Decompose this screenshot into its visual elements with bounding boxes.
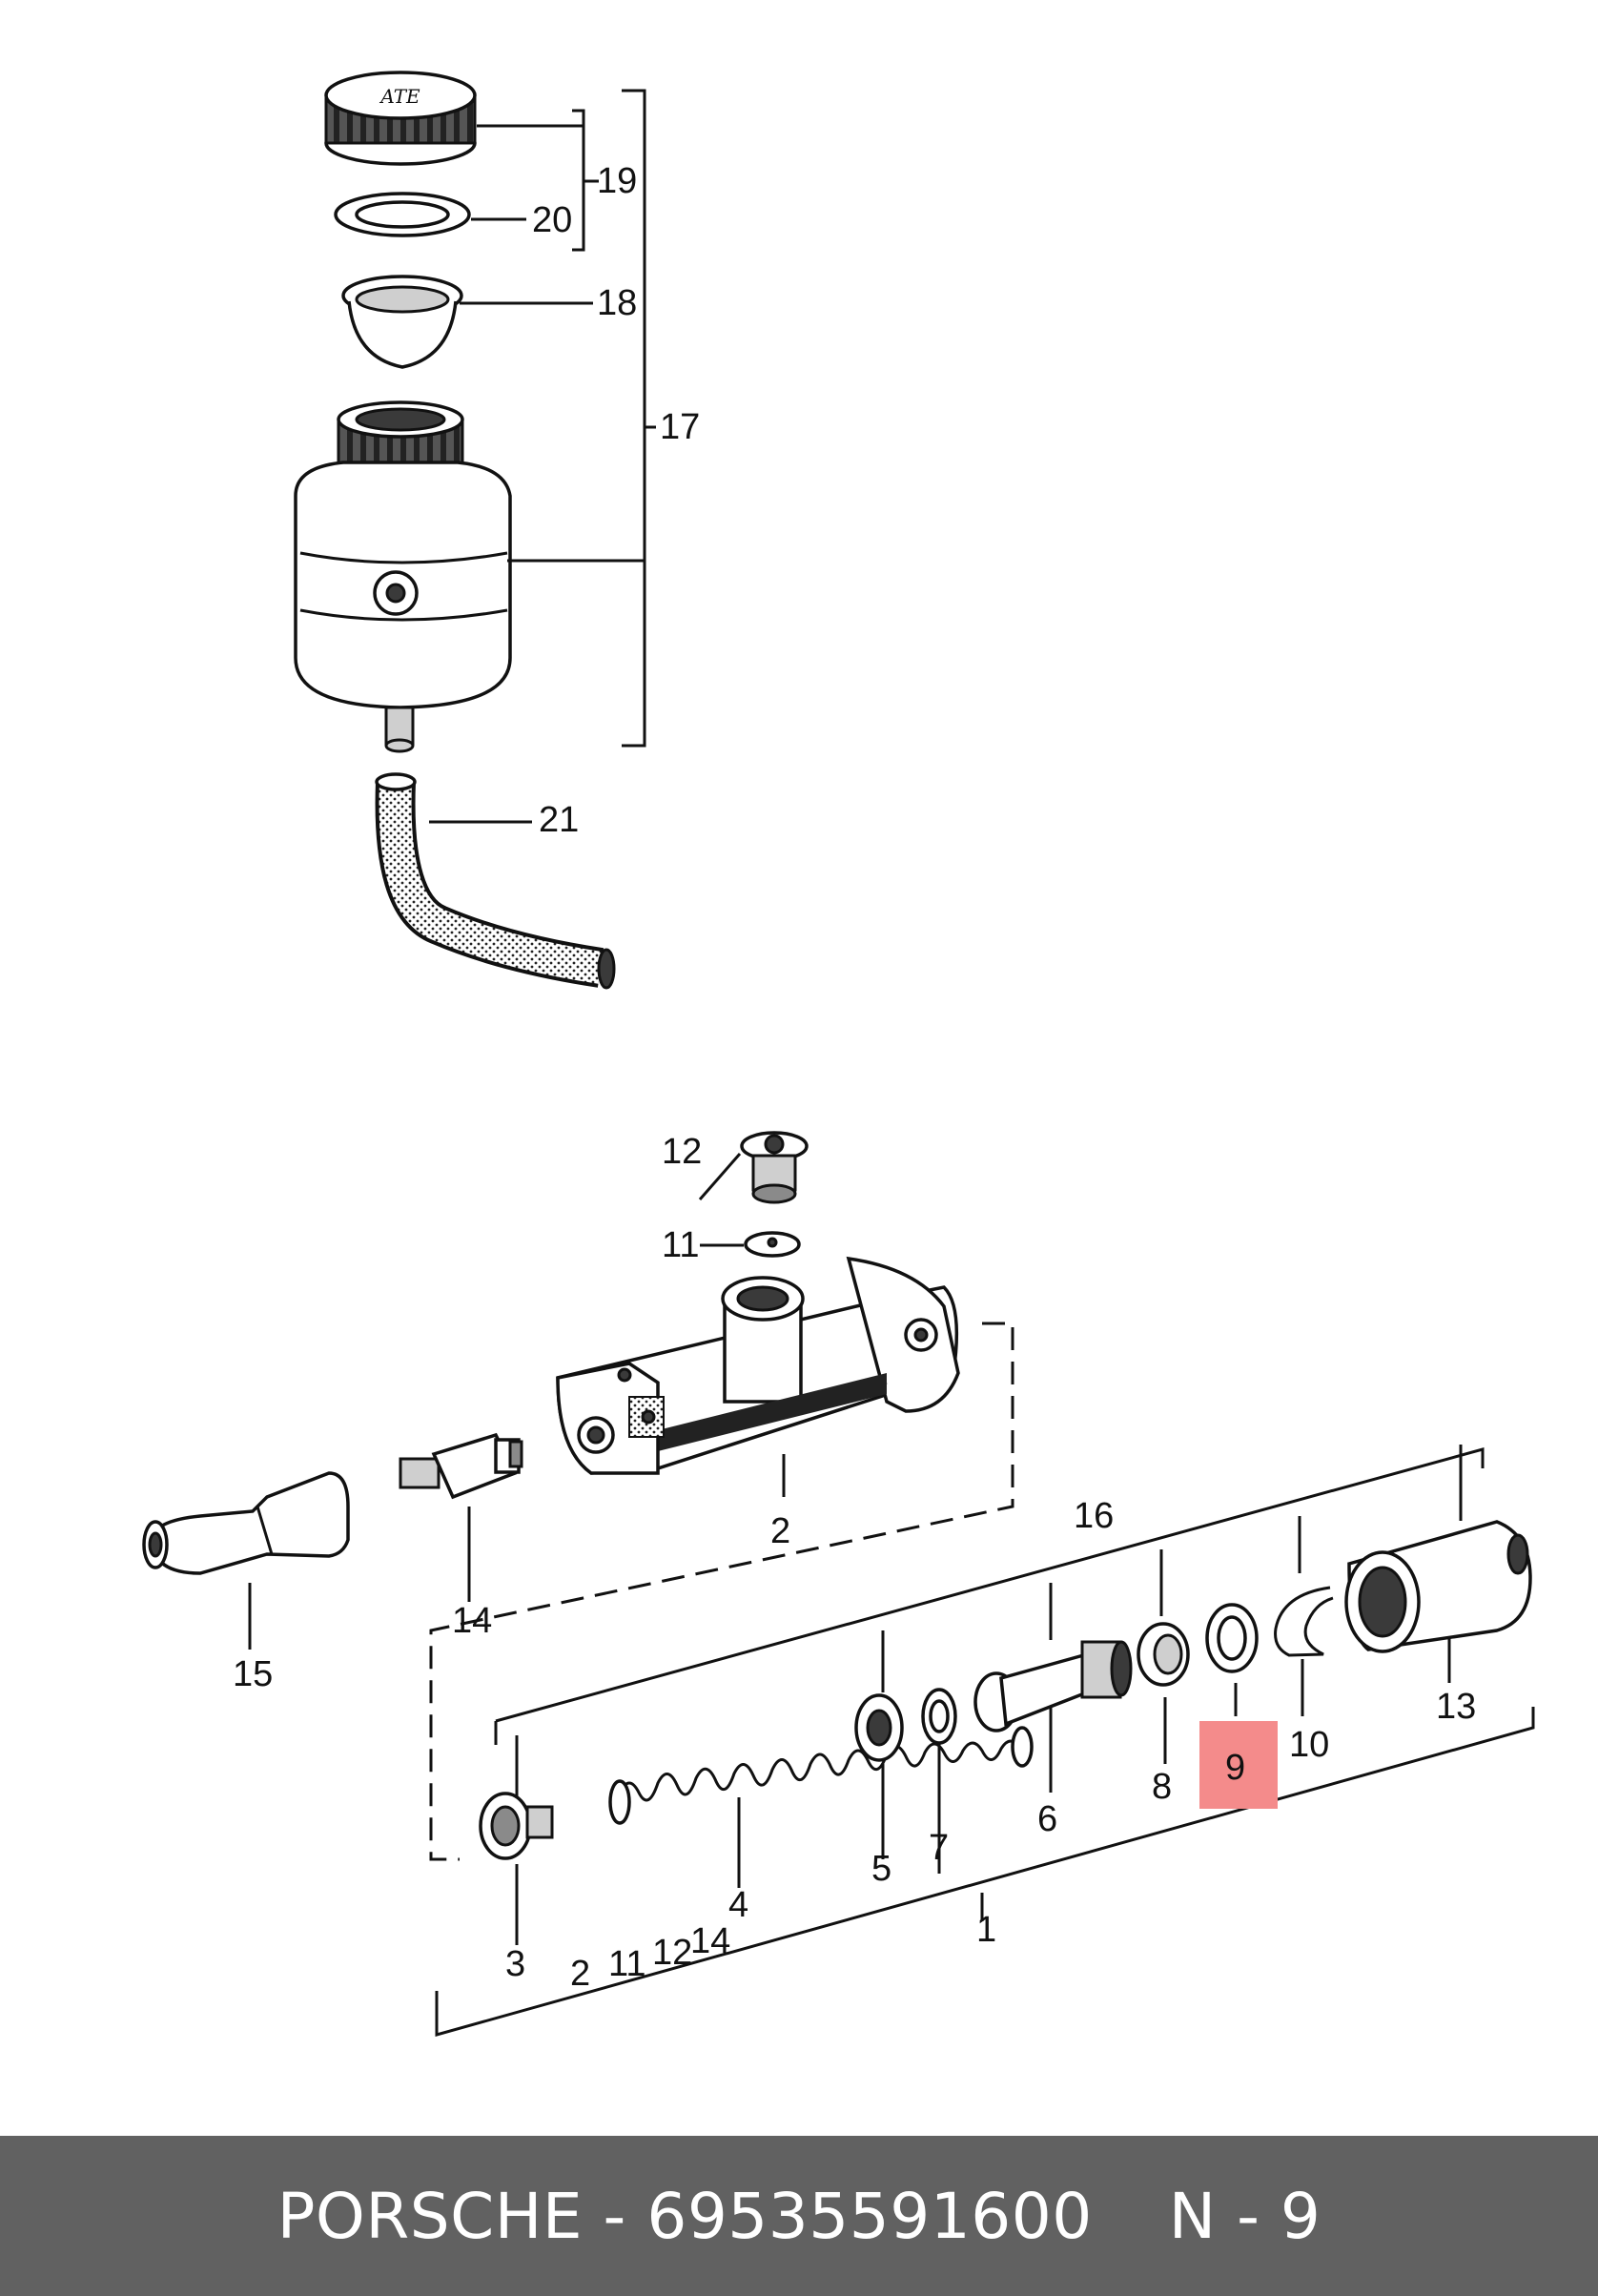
cap-gasket (334, 192, 471, 237)
group-list-12: 12 (652, 1933, 692, 1973)
callout-18: 18 (597, 283, 637, 323)
group-list-11: 11 (608, 1944, 645, 1984)
callout-10: 10 (1289, 1725, 1329, 1765)
bleeder-fitting-12 (740, 1131, 809, 1204)
callout-13: 13 (1436, 1687, 1476, 1727)
callout-4: 4 (728, 1885, 748, 1925)
callout-14: 14 (452, 1601, 492, 1641)
return-spring-4 (608, 1726, 1034, 1825)
exploded-parts-diagram: ATE 19 20 18 17 (142, 71, 1535, 2037)
callout-17: 17 (660, 407, 700, 447)
dust-boot-13 (1344, 1520, 1532, 1653)
strainer-cup (341, 275, 463, 369)
cylinder-housing (556, 1256, 960, 1475)
footer-part-number: 69535591600 (646, 2179, 1093, 2253)
callout-6: 6 (1037, 1799, 1057, 1839)
callout-1: 1 (976, 1910, 996, 1950)
footer-text: PORSCHE - 69535591600 N - 9 (277, 2180, 1321, 2253)
callout-lines-reservoir (429, 89, 656, 824)
group-list-2: 2 (570, 1954, 590, 1994)
callout-9: 9 (1225, 1748, 1245, 1788)
callout-15: 15 (233, 1654, 273, 1694)
highlight-box (1199, 1721, 1278, 1809)
assembly-bracket-1 (435, 1707, 1535, 2037)
footer-brand: PORSCHE (277, 2179, 584, 2253)
brake-light-switch-14 (399, 1432, 523, 1500)
washer-9 (1205, 1603, 1259, 1673)
callout-12: 12 (662, 1132, 702, 1172)
callout-19: 19 (597, 161, 637, 201)
fluid-reservoir (294, 400, 512, 753)
reservoir-hose (375, 772, 616, 990)
retaining-ring-10 (1274, 1586, 1334, 1657)
washer-7 (921, 1688, 957, 1745)
seal-washer-11 (744, 1231, 801, 1258)
callout-2: 2 (770, 1511, 790, 1551)
footer-separator: - (603, 2179, 626, 2253)
callout-16: 16 (1074, 1496, 1114, 1536)
dashed-bracket-housing (429, 1322, 1014, 1861)
footer-bar: PORSCHE - 69535591600 N - 9 (0, 2136, 1598, 2296)
callout-5: 5 (871, 1849, 891, 1889)
cap-logo: ATE (379, 85, 420, 108)
callout-lines-kit (248, 1153, 1451, 1945)
callout-21: 21 (539, 800, 579, 840)
push-rod-boot-15 (142, 1471, 350, 1575)
callout-11: 11 (662, 1225, 699, 1265)
kit-bracket-16 (495, 1447, 1485, 1723)
reservoir-cap: ATE (324, 71, 477, 166)
secondary-cup-8 (1137, 1622, 1190, 1687)
residual-valve-3 (479, 1792, 554, 1860)
callout-3: 3 (505, 1944, 525, 1984)
callout-20: 20 (532, 200, 572, 240)
callout-8: 8 (1152, 1767, 1172, 1807)
piston-6 (973, 1640, 1133, 1732)
footer-position-ref: N - 9 (1168, 2179, 1321, 2253)
primary-cup-5 (854, 1693, 904, 1762)
group-list-14: 14 (690, 1921, 730, 1961)
callout-7: 7 (929, 1828, 949, 1868)
